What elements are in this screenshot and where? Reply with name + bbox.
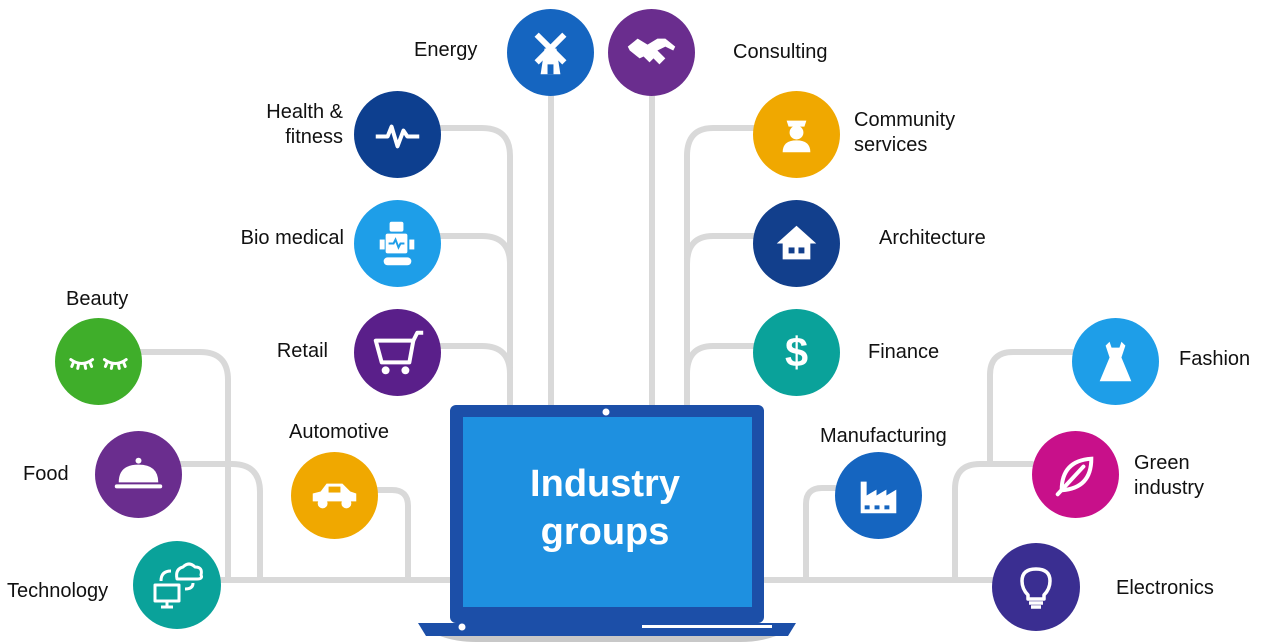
center-title-line2: groups xyxy=(540,511,670,553)
center-title: Industry groups xyxy=(470,460,740,556)
factory-icon xyxy=(860,481,897,514)
bio-medical-node xyxy=(354,200,441,287)
cloud-computer-icon xyxy=(153,562,203,609)
health-label-line1: Health & xyxy=(266,101,343,123)
police-officer-icon xyxy=(782,120,811,153)
technology-node xyxy=(133,541,221,629)
health-fitness-label: Health & fitness xyxy=(240,100,343,150)
beauty-label: Beauty xyxy=(66,288,129,310)
automotive-node xyxy=(291,452,378,539)
finance-label: Finance xyxy=(868,341,940,363)
handshake-icon xyxy=(627,38,676,65)
robot-icon xyxy=(379,221,415,266)
consulting-node xyxy=(608,9,695,96)
retail-node xyxy=(354,309,441,396)
dollar-icon: $ xyxy=(785,328,808,375)
shopping-cart-icon xyxy=(373,330,424,375)
svg-text:$: $ xyxy=(785,328,808,375)
center-title-line1: Industry xyxy=(530,463,680,505)
manufacturing-node xyxy=(835,452,922,539)
health-fitness-node xyxy=(354,91,441,178)
green-label-line2: industry xyxy=(1134,477,1205,499)
cloche-icon xyxy=(114,457,163,489)
green-industry-label: Green industry xyxy=(1134,451,1204,501)
community-label-line1: Community xyxy=(854,109,956,131)
energy-node xyxy=(507,9,594,96)
community-label-line2: services xyxy=(854,134,928,156)
beauty-node xyxy=(55,318,142,405)
electronics-node xyxy=(992,543,1080,631)
green-label-line1: Green xyxy=(1134,452,1190,474)
energy-label: Energy xyxy=(414,39,478,61)
architecture-label: Architecture xyxy=(879,227,986,249)
fashion-label: Fashion xyxy=(1179,348,1251,370)
leaf-icon xyxy=(1055,456,1094,497)
health-label-line2: fitness xyxy=(285,126,343,148)
lightbulb-icon xyxy=(1020,567,1052,609)
bio-medical-label: Bio medical xyxy=(240,227,344,249)
finance-node: $ xyxy=(753,309,840,396)
green-industry-node xyxy=(1032,431,1119,518)
automotive-label: Automotive xyxy=(289,421,390,443)
technology-label: Technology xyxy=(7,580,109,602)
windmill-icon xyxy=(534,32,567,75)
dress-icon xyxy=(1099,341,1132,382)
manufacturing-label: Manufacturing xyxy=(820,425,947,447)
food-node xyxy=(95,431,182,518)
house-icon xyxy=(776,225,817,260)
laptop xyxy=(418,405,796,642)
food-label: Food xyxy=(23,463,69,485)
electronics-label: Electronics xyxy=(1116,577,1214,599)
retail-label: Retail xyxy=(276,340,328,362)
community-services-node xyxy=(753,91,840,178)
heartbeat-icon xyxy=(375,124,420,149)
community-services-label: Community services xyxy=(854,108,955,158)
consulting-label: Consulting xyxy=(733,41,828,63)
car-icon xyxy=(312,483,357,509)
architecture-node xyxy=(753,200,840,287)
fashion-node xyxy=(1072,318,1159,405)
eyelashes-icon xyxy=(69,358,128,370)
